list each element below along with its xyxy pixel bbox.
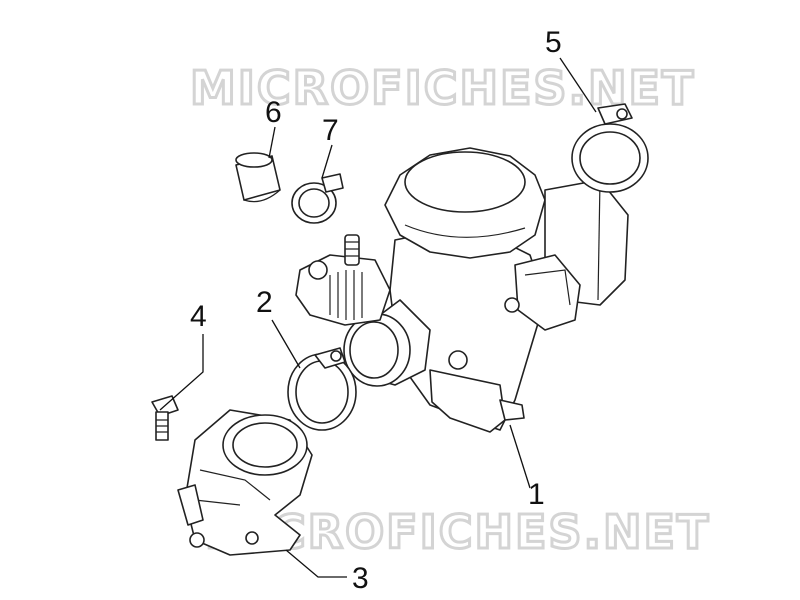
leader-5	[559, 57, 597, 113]
bolt	[151, 395, 179, 441]
leader-2	[271, 319, 301, 369]
callout-7: 7	[322, 114, 339, 147]
hose-clamp-lower	[287, 347, 357, 431]
leader-1	[509, 424, 531, 489]
callout-5: 5	[545, 26, 562, 59]
intake-manifold	[177, 409, 313, 556]
leader-6	[268, 126, 276, 159]
carburetor-body	[295, 147, 629, 433]
callout-3: 3	[352, 562, 369, 595]
leader-3	[285, 549, 347, 578]
callout-1: 1	[528, 478, 545, 511]
leader-7	[321, 144, 333, 179]
callout-2: 2	[256, 286, 273, 319]
callout-6: 6	[265, 96, 282, 129]
callout-4: 4	[190, 300, 207, 333]
watermark-top: MICROFICHES.NET	[190, 61, 695, 115]
sleeve	[235, 152, 281, 203]
hose-clamp-upper	[571, 103, 649, 193]
leader-4	[159, 334, 204, 411]
spring-clip	[291, 173, 344, 224]
